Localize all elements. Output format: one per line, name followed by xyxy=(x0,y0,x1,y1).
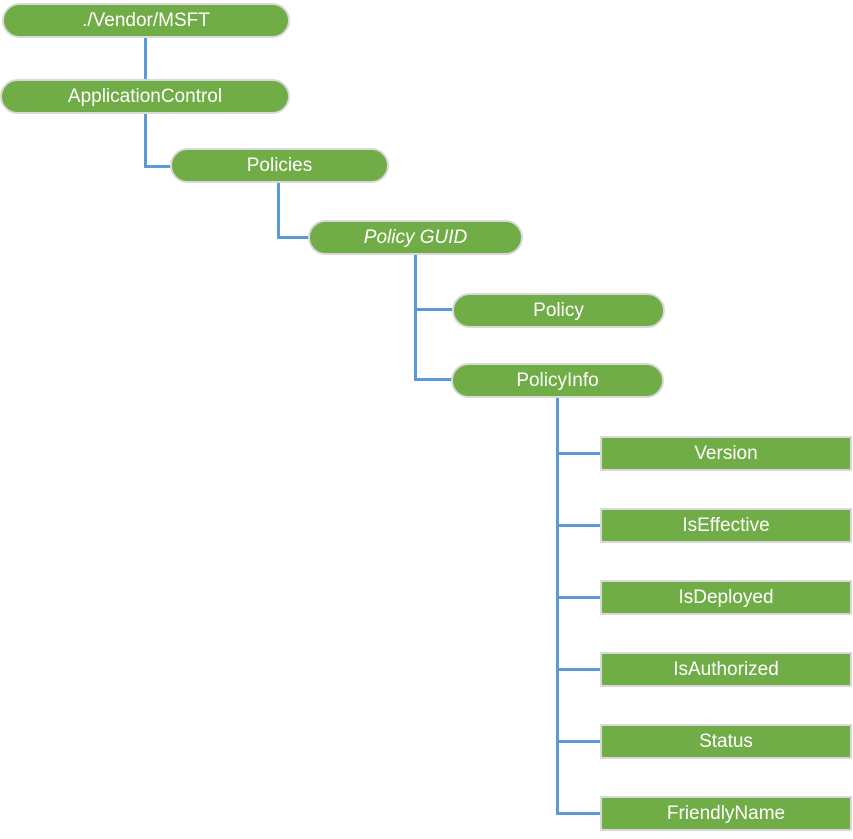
node-policy-info-label: PolicyInfo xyxy=(516,370,599,391)
connector-policyguid-to-policyinfo xyxy=(414,378,453,381)
connector-policyinfo-trunk xyxy=(556,396,559,815)
node-version-label: Version xyxy=(694,443,758,464)
node-application-control-label: ApplicationControl xyxy=(67,86,223,107)
connector-vendor-to-applicationcontrol xyxy=(144,36,147,81)
node-policies: Policies xyxy=(170,148,389,183)
node-is-effective: IsEffective xyxy=(600,508,852,543)
node-is-deployed: IsDeployed xyxy=(600,580,852,615)
node-vendor-msft-label: ./Vendor/MSFT xyxy=(82,10,210,31)
connector-policyinfo-to-version xyxy=(556,452,602,455)
node-policy-label: Policy xyxy=(533,300,584,321)
connector-policyinfo-to-iseffective xyxy=(556,524,602,527)
node-policies-label: Policies xyxy=(246,155,313,176)
node-is-deployed-label: IsDeployed xyxy=(678,587,774,608)
node-is-authorized-label: IsAuthorized xyxy=(673,659,779,680)
connector-policyinfo-to-friendlyname xyxy=(556,812,602,815)
connector-policyguid-to-policy xyxy=(414,308,454,311)
node-friendly-name: FriendlyName xyxy=(600,796,852,831)
connector-policyinfo-to-status xyxy=(556,740,602,743)
node-application-control: ApplicationControl xyxy=(0,79,290,114)
node-policy-guid-label: Policy GUID xyxy=(363,227,468,248)
node-status: Status xyxy=(600,724,852,759)
connector-policies-to-policyguid-horizontal xyxy=(277,236,310,239)
node-vendor-msft: ./Vendor/MSFT xyxy=(2,3,290,38)
connector-policies-to-policyguid-vertical xyxy=(277,182,280,239)
node-status-label: Status xyxy=(699,731,753,752)
connector-policyguid-trunk xyxy=(414,254,417,381)
node-policy-info: PolicyInfo xyxy=(451,363,664,398)
node-policy: Policy xyxy=(452,293,665,328)
node-policy-guid: Policy GUID xyxy=(308,220,523,255)
node-is-authorized: IsAuthorized xyxy=(600,652,852,687)
node-version: Version xyxy=(600,436,852,471)
connector-applicationcontrol-to-policies-horizontal xyxy=(144,165,172,168)
connector-policyinfo-to-isauthorized xyxy=(556,668,602,671)
node-friendly-name-label: FriendlyName xyxy=(666,803,786,824)
connector-applicationcontrol-to-policies-vertical xyxy=(144,112,147,168)
connector-policyinfo-to-isdeployed xyxy=(556,596,602,599)
node-is-effective-label: IsEffective xyxy=(682,515,770,536)
